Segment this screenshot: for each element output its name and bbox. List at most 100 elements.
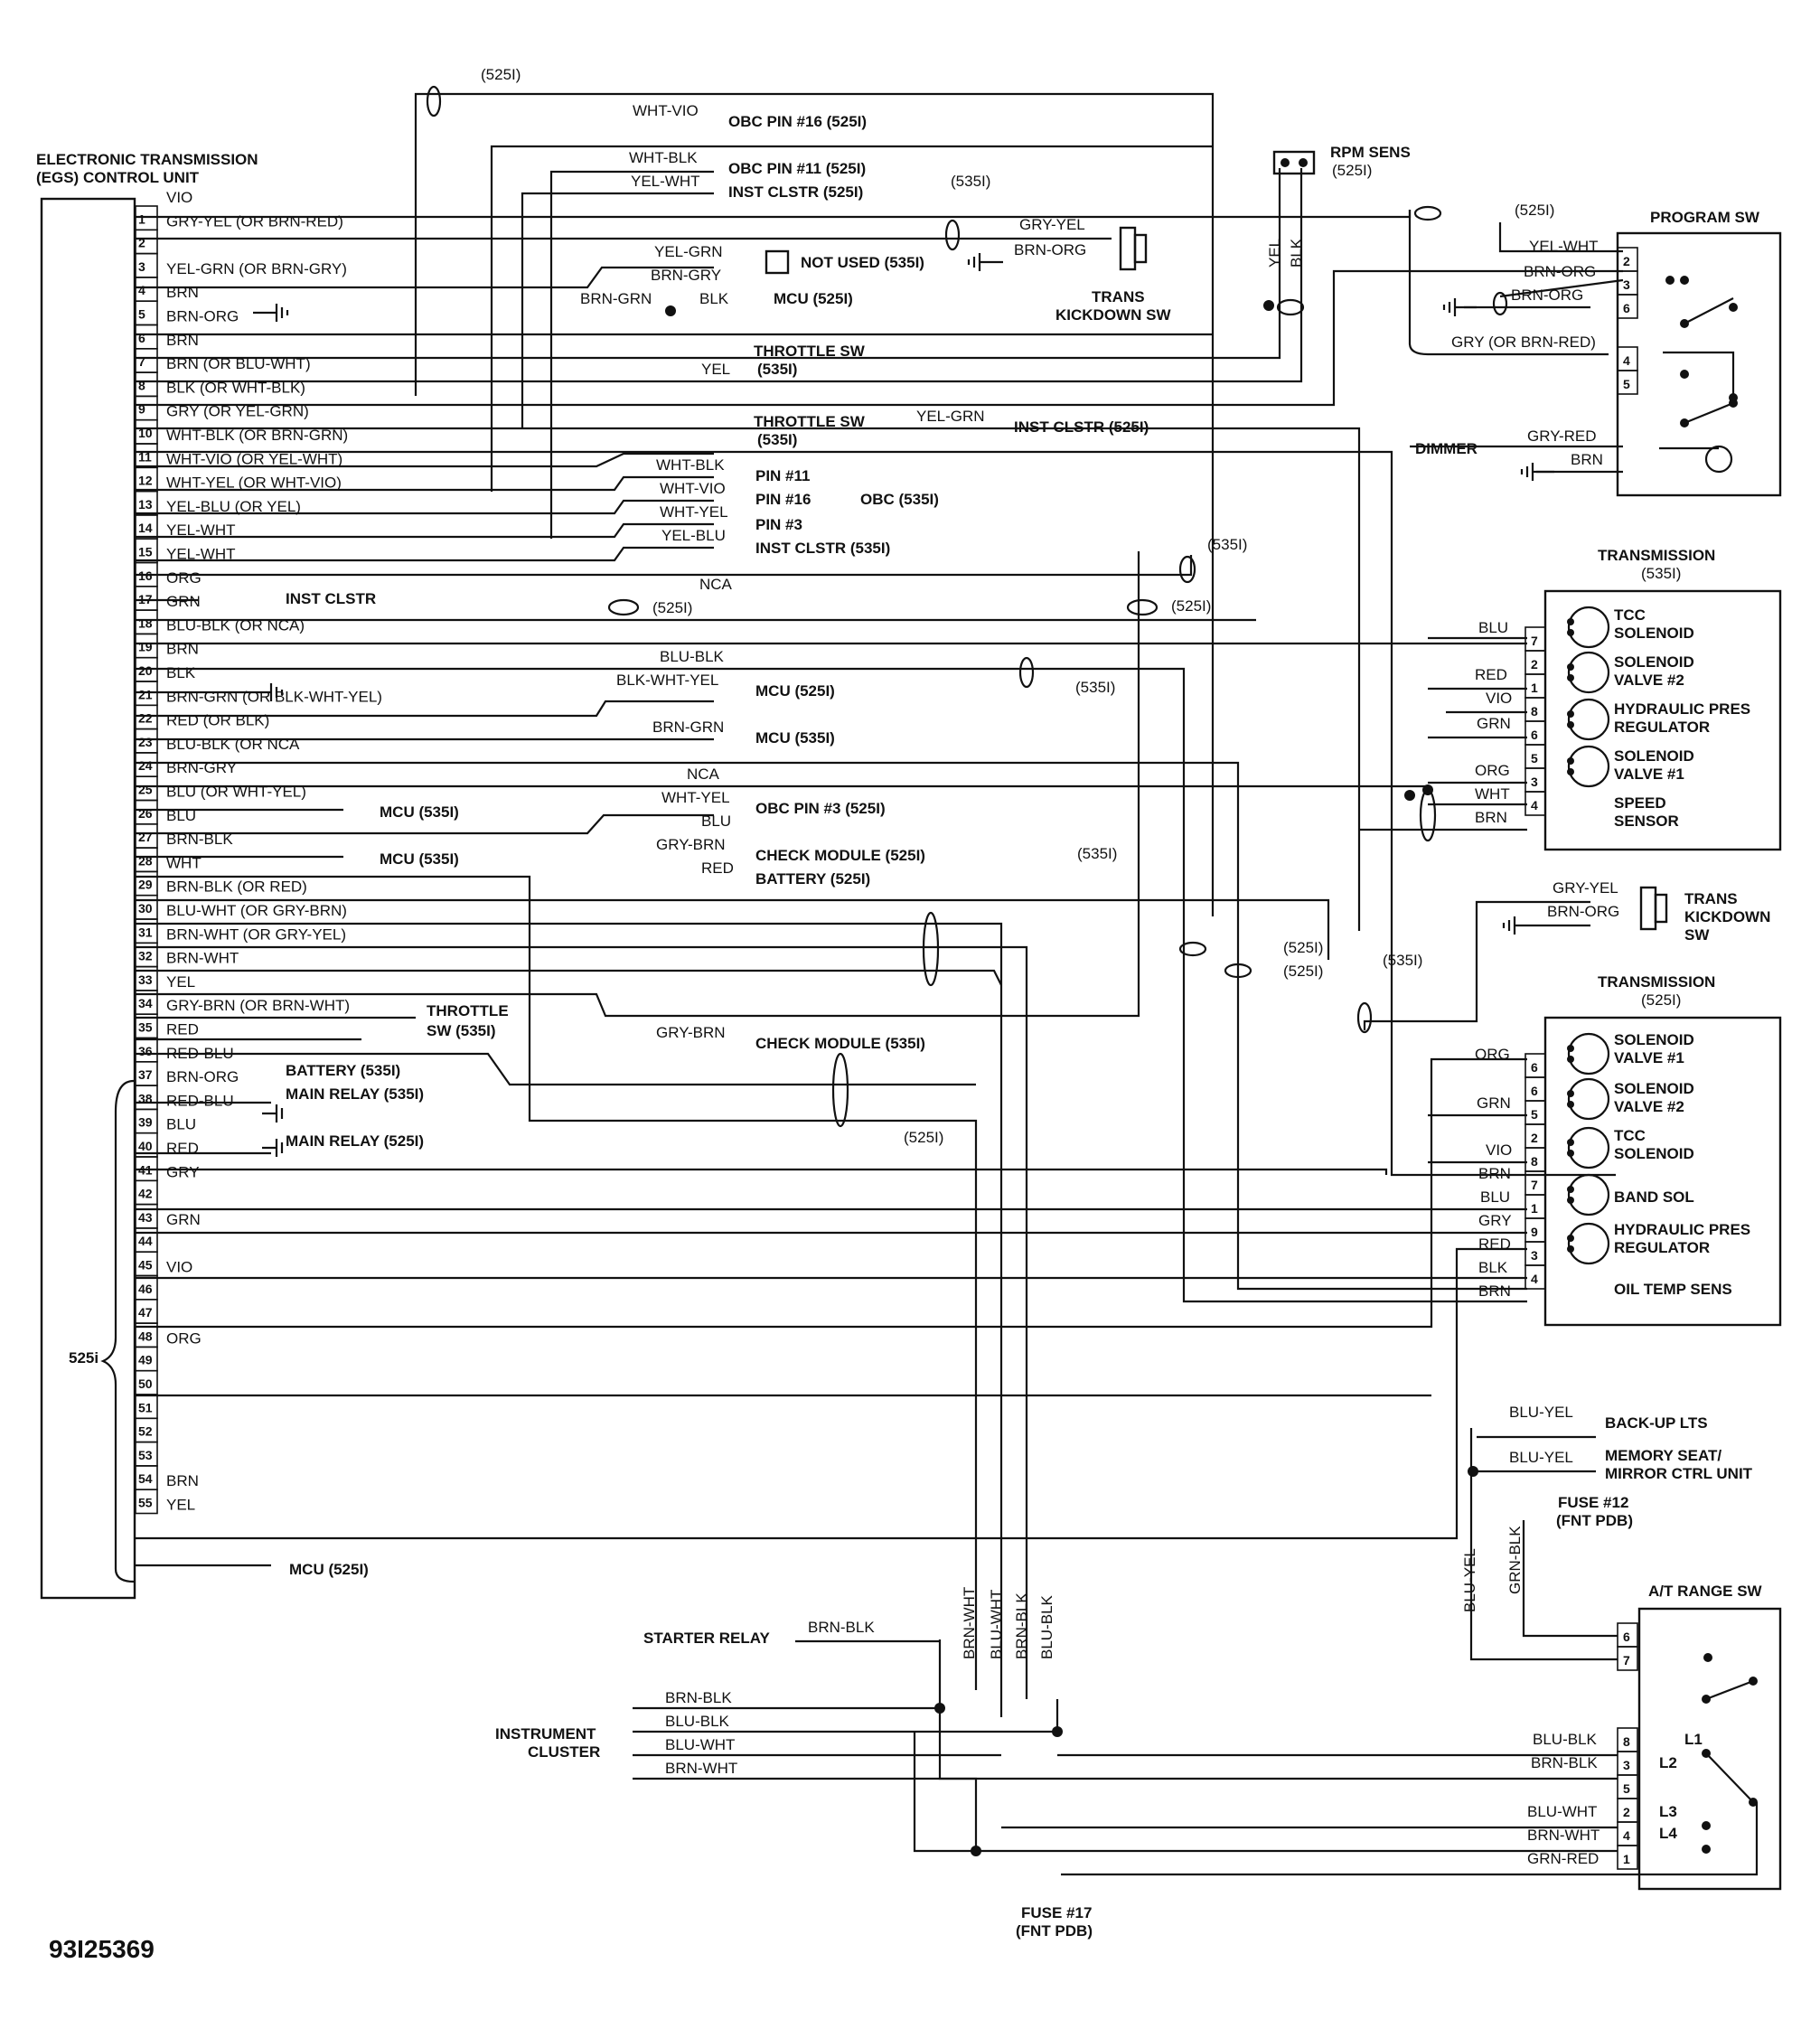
diagram-label: YEL-GRN	[916, 408, 985, 425]
diagram-label: CLUSTER	[528, 1743, 600, 1761]
diagram-label: BLK	[1478, 1259, 1508, 1276]
ecu-pin-wire-color: VIO	[166, 189, 192, 206]
ecu-pin-wire-color: WHT-VIO (OR YEL-WHT)	[166, 450, 342, 467]
connector-pin-number: 6	[1531, 728, 1538, 742]
diagram-label: TRANSMISSION	[1598, 973, 1715, 991]
connector-pin-number: 5	[1623, 1781, 1630, 1796]
diagram-label: BRN-BLK	[1531, 1754, 1598, 1771]
vertical-wire-label: BLU-WHT	[988, 1590, 1005, 1659]
kickdown-switch-525i-body	[1639, 886, 1657, 931]
ecu-pin-number: 5	[138, 307, 145, 322]
ecu-pin-number: 15	[138, 545, 153, 559]
ecu-pin-wire-color: BLK	[166, 664, 196, 681]
ecu-pin-wire-color: RED-BLU	[166, 1092, 234, 1109]
ecu-pin-number: 39	[138, 1115, 153, 1130]
solenoid-icon	[1567, 1173, 1610, 1216]
ecu-pin-wire-color: VIO	[166, 1259, 192, 1276]
diagram-label: CHECK MODULE (535I)	[755, 1035, 925, 1052]
diagram-label: BRN-ORG	[1547, 903, 1619, 920]
ecu-pin-wire-color: BRN	[166, 1472, 199, 1489]
ecu-pin-wire-color: BLU-BLK (OR NCA)	[166, 616, 305, 634]
diagram-label: INSTRUMENT	[495, 1725, 596, 1742]
diagram-label: NCA	[687, 766, 720, 783]
diagram-label: OIL TEMP SENS	[1614, 1281, 1732, 1298]
diagram-label: BRN-WHT	[665, 1760, 737, 1777]
diagram-label: KICKDOWN SW	[1055, 306, 1171, 324]
ecu-pin-wire-color: RED (OR BLK)	[166, 712, 269, 729]
diagram-label: (535I)	[1075, 679, 1115, 696]
diagram-label: BACK-UP LTS	[1605, 1414, 1708, 1432]
connector-pin-number: 2	[1531, 657, 1538, 672]
connector-pin-number: 9	[1531, 1225, 1538, 1239]
diagram-label: FUSE #17	[1021, 1904, 1092, 1921]
diagram-label: VALVE #1	[1614, 766, 1684, 783]
ecu-pin-number: 6	[138, 331, 145, 345]
connector-pin-number: 3	[1531, 775, 1538, 789]
diagram-label: BRN-BLK	[808, 1619, 875, 1636]
connector-pin-number: 2	[1623, 254, 1630, 268]
diagram-label: PROGRAM SW	[1650, 209, 1760, 226]
connector-pin-cell	[1617, 1845, 1638, 1870]
diagram-label: (525I)	[1641, 991, 1681, 1009]
component-symbols	[765, 150, 1733, 931]
diagram-label: (FNT PDB)	[1016, 1922, 1093, 1940]
ecu-pin-number: 51	[138, 1400, 153, 1414]
control-unit-body	[40, 197, 136, 1600]
diagram-label: GRY-RED	[1527, 427, 1597, 445]
vertical-wire-label: BRN-WHT	[961, 1587, 978, 1659]
ecu-pin-wire-color: BRN	[166, 641, 199, 658]
diagram-label: YEL	[701, 361, 730, 378]
diagram-label: SPEED	[1614, 794, 1666, 812]
diagram-label: MAIN RELAY (535I)	[286, 1085, 424, 1103]
ecu-pin-wire-color: BRN (OR BLU-WHT)	[166, 355, 311, 372]
diagram-label: (525I)	[1283, 939, 1323, 956]
diagram-label: OBC PIN #11 (525I)	[728, 160, 866, 177]
connector-pin-cell	[1617, 370, 1638, 395]
diagram-label: OBC PIN #16 (525I)	[728, 113, 867, 130]
ecu-pin-number: 42	[138, 1187, 153, 1201]
connector-pin-number: 1	[1531, 681, 1538, 695]
ecu-pin-wire-color: BRN-WHT (OR GRY-YEL)	[166, 925, 346, 943]
solenoid-icon	[1567, 1032, 1610, 1076]
diagram-label: (535I)	[1641, 565, 1681, 582]
diagram-label: (525I)	[1332, 162, 1372, 179]
vertical-wire-label: BLU-BLK	[1038, 1594, 1055, 1659]
diagram-label: CHECK MODULE (525I)	[755, 847, 925, 864]
ecu-pin-number: 34	[138, 996, 153, 1010]
ecu-pin-wire-color: BRN-GRN (OR BLK-WHT-YEL)	[166, 688, 382, 705]
connector-pin-cell	[1524, 1264, 1546, 1290]
connector-pin-number: 5	[1623, 377, 1630, 391]
ecu-pin-number: 22	[138, 711, 153, 726]
ecu-pin-number: 49	[138, 1353, 153, 1367]
diagram-label: ORG	[1475, 1046, 1510, 1063]
ecu-pin-wire-color: BLU-WHT (OR GRY-BRN)	[166, 902, 347, 919]
diagram-label: BLU-YEL	[1509, 1404, 1573, 1421]
diagram-label: MCU (525I)	[755, 682, 835, 700]
diagram-label: VALVE #1	[1614, 1049, 1684, 1066]
diagram-label: PIN #16	[755, 491, 811, 508]
diagram-label: OBC (535I)	[860, 491, 939, 508]
ecu-pin-number: 40	[138, 1139, 153, 1153]
diagram-label: BRN-GRY	[651, 267, 721, 284]
diagram-label: GRY (OR BRN-RED)	[1451, 333, 1596, 351]
vertical-wire-label: BRN-BLK	[1013, 1592, 1030, 1659]
ecu-pin-cell	[135, 1489, 158, 1515]
ecu-pin-wire-color: BLU (OR WHT-YEL)	[166, 784, 306, 801]
vertical-wire-label: GRN-BLK	[1506, 1526, 1524, 1594]
ecu-pin-number: 24	[138, 758, 153, 773]
ecu-pin-wire-color: BRN-WHT	[166, 950, 239, 967]
diagram-label: NOT USED (535I)	[801, 254, 924, 271]
diagram-label: TCC	[1614, 606, 1646, 624]
diagram-label: BRN	[1571, 451, 1603, 468]
control-unit-group-label: 525i	[69, 1349, 99, 1367]
diagram-label: WHT-BLK	[629, 149, 698, 166]
ecu-pin-wire-color: WHT-YEL (OR WHT-VIO)	[166, 474, 342, 492]
diagram-label: BLU	[1480, 1188, 1510, 1206]
diagram-label: L1	[1684, 1731, 1703, 1748]
diagram-label: GRN	[1477, 715, 1511, 732]
diagram-label: (535I)	[1383, 952, 1422, 969]
diagram-label: MCU (525I)	[289, 1561, 369, 1578]
ecu-pin-number: 55	[138, 1496, 153, 1510]
